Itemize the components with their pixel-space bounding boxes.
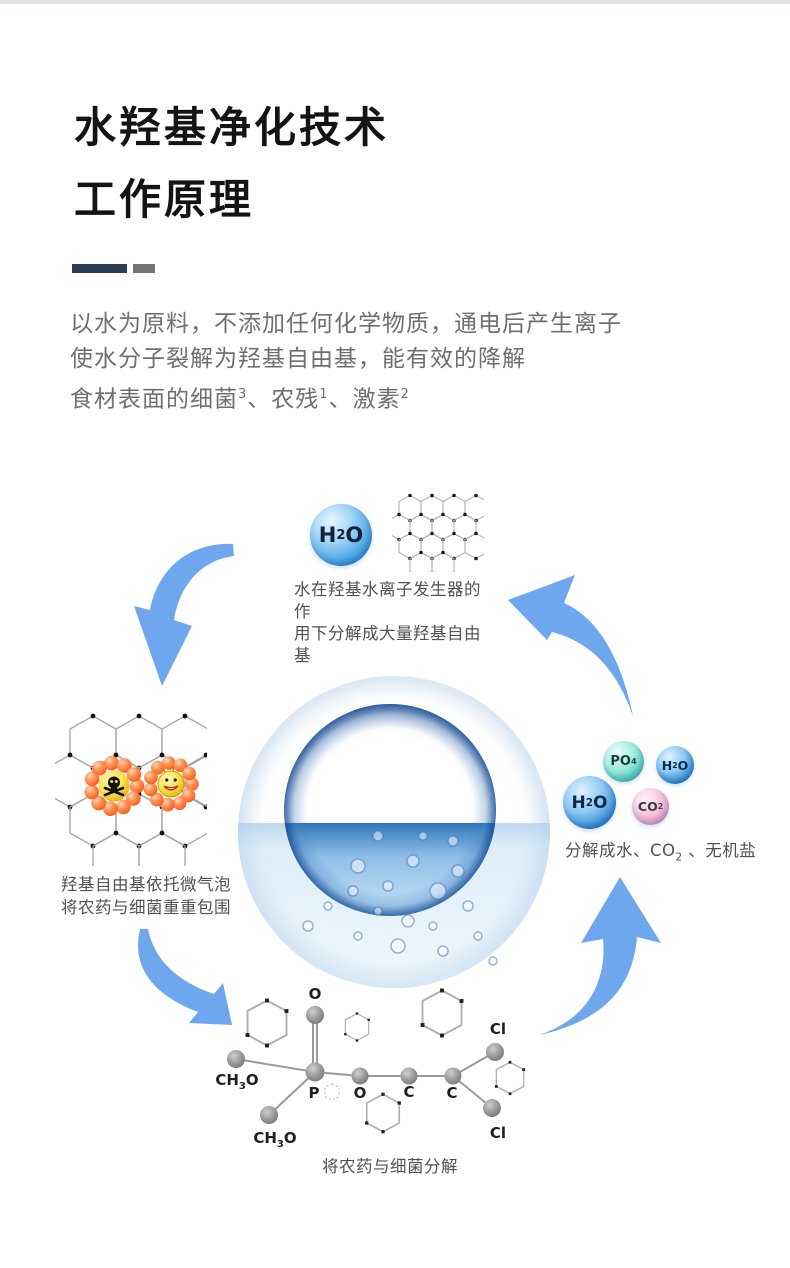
svg-text:O: O xyxy=(354,1084,367,1102)
germ-icon xyxy=(157,766,185,798)
page-title-line2: 工作原理 xyxy=(74,175,255,224)
intro-line1: 以水为原料，不添加任何化学物质，通电后产生离子 xyxy=(70,311,622,337)
svg-text:C: C xyxy=(403,1083,414,1101)
cycle-arrow-bottom-right xyxy=(539,877,661,1035)
skull-icon xyxy=(103,776,125,797)
footnote-1: 1 xyxy=(319,387,329,402)
svg-text:CH3O: CH3O xyxy=(253,1129,296,1150)
svg-text:O: O xyxy=(309,985,322,1003)
pesticide-wrapped-cluster xyxy=(84,755,145,816)
bacteria-wrapped-cluster xyxy=(143,756,199,812)
caption-step3: 将农药与细菌分解 xyxy=(322,1157,458,1176)
svg-text:Cl: Cl xyxy=(490,1020,506,1038)
svg-text:C: C xyxy=(446,1084,457,1102)
intro-line2: 使水分子裂解为羟基自由基，能有效的降解 xyxy=(70,346,526,372)
intro-paragraph: 以水为原料，不添加任何化学物质，通电后产生离子 使水分子裂解为羟基自由基，能有效… xyxy=(70,307,740,418)
accent-bar-navy xyxy=(72,264,127,273)
top-edge-strip xyxy=(0,0,790,4)
water-bubbles xyxy=(302,830,498,966)
hydroxyl-mesh-small xyxy=(392,493,484,572)
accent-bar-gray xyxy=(133,264,155,273)
cycle-arrow-top-left xyxy=(134,543,234,686)
caption-step2: 羟基自由基依托微气泡 将农药与细菌重重包围 xyxy=(61,875,231,917)
footnote-2: 2 xyxy=(400,387,410,402)
page-title: 水羟基净化技术 工作原理 xyxy=(74,92,389,236)
svg-text:P: P xyxy=(309,1084,320,1102)
cycle-arrow-bottom-left xyxy=(138,929,232,1025)
page-title-line1: 水羟基净化技术 xyxy=(74,103,390,152)
hydroxyl-mesh-large xyxy=(55,712,207,866)
intro-line3: 食材表面的细菌3、农残1、激素2 xyxy=(70,386,410,413)
pesticide-molecule-diagram: O CH3O CH3O P O C C Cl Cl xyxy=(215,985,526,1150)
svg-text:CH3O: CH3O xyxy=(215,1071,258,1092)
caption-step4: 分解成水、CO2 、无机盐 xyxy=(565,841,757,864)
water-sphere-image xyxy=(238,676,550,988)
cycle-arrow-top-right xyxy=(508,575,633,716)
svg-text:Cl: Cl xyxy=(490,1124,506,1142)
caption-step1: 水在羟基水离子发生器的作 用下分解成大量羟基自由基 xyxy=(294,580,481,665)
footnote-3: 3 xyxy=(238,387,248,402)
